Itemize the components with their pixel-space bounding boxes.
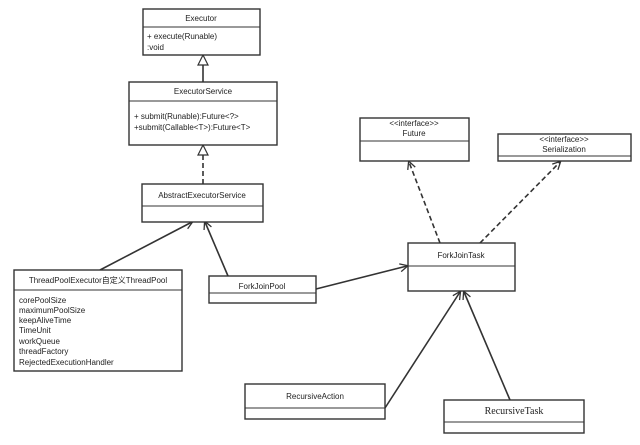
class-future: <<interface>> Future bbox=[359, 117, 470, 162]
edge-forkjointask-to-serialization bbox=[479, 162, 560, 244]
stereotype: <<interface>> bbox=[539, 135, 589, 144]
class-serialization: <<interface>> Serialization bbox=[497, 133, 632, 162]
class-recursive-task: RecursiveTask bbox=[443, 399, 585, 434]
class-name: ForkJoinPool bbox=[239, 282, 286, 291]
field: maximumPoolSize bbox=[19, 306, 86, 315]
field: corePoolSize bbox=[19, 296, 67, 305]
class-name: Executor bbox=[185, 14, 217, 23]
class-name: AbstractExecutorService bbox=[158, 191, 246, 200]
class-name: RecursiveAction bbox=[286, 392, 344, 401]
class-name: Serialization bbox=[542, 145, 586, 154]
field: RejectedExecutionHandler bbox=[19, 358, 114, 367]
edge-forkjointask-to-future bbox=[409, 162, 441, 244]
class-name: RecursiveTask bbox=[485, 406, 544, 417]
stereotype: <<interface>> bbox=[389, 119, 439, 128]
edge-recursivetask-to-forkjointask bbox=[464, 292, 511, 401]
class-thread-pool-executor: ThreadPoolExecutor自定义ThreadPool corePool… bbox=[13, 269, 183, 372]
class-recursive-action: RecursiveAction bbox=[244, 383, 386, 420]
class-fork-join-task: ForkJoinTask bbox=[407, 242, 516, 292]
method: :void bbox=[147, 43, 164, 52]
method: +submit(Callable<T>):Future<T> bbox=[134, 123, 251, 132]
field: keepAliveTime bbox=[19, 316, 72, 325]
field: workQueue bbox=[18, 337, 60, 346]
edge-forkjoinpool-to-forkjointask bbox=[315, 266, 407, 290]
class-name: ForkJoinTask bbox=[437, 251, 485, 260]
edge-threadpool-to-abstract bbox=[99, 222, 192, 271]
class-executor-service: ExecutorService + submit(Runable):Future… bbox=[128, 81, 278, 146]
class-fork-join-pool: ForkJoinPool bbox=[208, 275, 317, 304]
class-name: Future bbox=[402, 129, 426, 138]
field: TimeUnit bbox=[19, 326, 51, 335]
class-name: ThreadPoolExecutor自定义ThreadPool bbox=[29, 275, 168, 285]
field: threadFactory bbox=[19, 347, 68, 356]
class-executor: Executor + execute(Runable) :void bbox=[142, 8, 261, 56]
method: + execute(Runable) bbox=[147, 32, 217, 41]
class-abstract-executor-service: AbstractExecutorService bbox=[141, 183, 264, 223]
edge-recursiveaction-to-forkjointask bbox=[384, 292, 460, 409]
edge-forkjoinpool-to-abstract bbox=[205, 222, 229, 277]
class-name: ExecutorService bbox=[174, 87, 233, 96]
method: + submit(Runable):Future<?> bbox=[134, 112, 239, 121]
